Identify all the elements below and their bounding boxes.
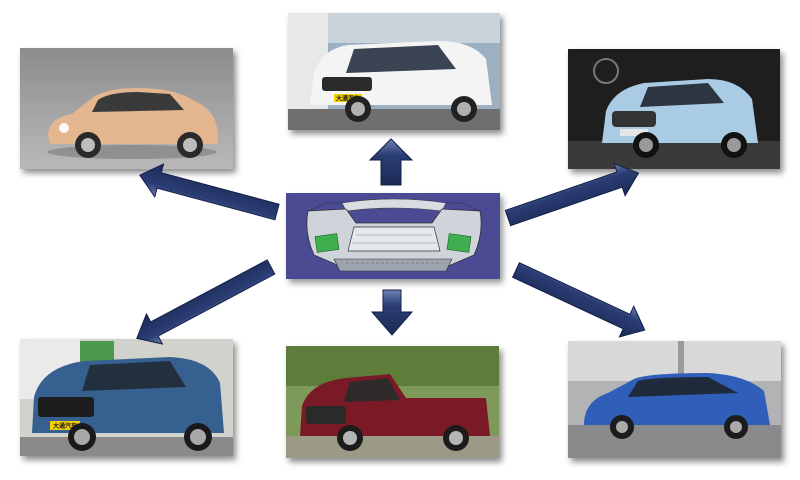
- bumper-cad-panel: [286, 193, 500, 279]
- photo-red-pickup: [286, 346, 499, 458]
- arrow-to-white-mpv: [368, 138, 414, 186]
- photo-blue-mpv: [568, 341, 781, 458]
- photo-electric-hatchback: [20, 48, 233, 169]
- arrow-to-blue-suv: [136, 259, 276, 345]
- arrow-to-blue-mpv: [511, 262, 646, 338]
- bumper-cad-drawing: [286, 193, 500, 279]
- plate-text: 大通汽车: [53, 422, 77, 430]
- arrow-to-electric-hatchback: [139, 163, 280, 221]
- photo-white-mpv: 大通汽车: [288, 13, 500, 130]
- photo-compact-suv-light-blue: [568, 49, 780, 169]
- arrow-to-compact-suv: [504, 162, 640, 227]
- plate-text: 大通汽车: [336, 95, 360, 103]
- photo-blue-suv: 大通汽车: [20, 339, 233, 456]
- arrow-to-red-pickup: [370, 289, 414, 336]
